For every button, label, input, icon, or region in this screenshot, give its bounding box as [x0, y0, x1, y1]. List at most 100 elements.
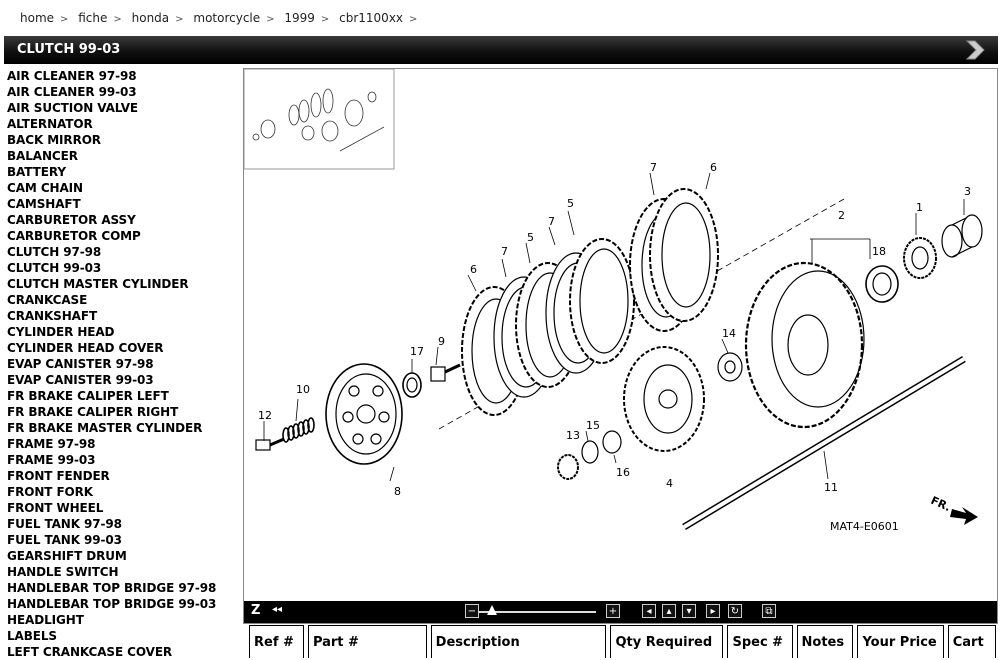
callout-number[interactable]: 15	[586, 419, 600, 432]
sidebar-item[interactable]: HANDLEBAR TOP BRIDGE 97-98	[7, 581, 217, 595]
sidebar-item[interactable]: LEFT CRANKCASE COVER	[7, 645, 173, 659]
sidebar-item[interactable]: CRANKCASE	[7, 293, 88, 307]
sidebar-item[interactable]: BALANCER	[7, 149, 78, 163]
callout-number[interactable]: 6	[470, 263, 477, 276]
sidebar-item[interactable]: CLUTCH 97-98	[7, 245, 102, 259]
reset-view-icon[interactable]: ↻	[728, 604, 742, 618]
callout-number[interactable]: 4	[666, 477, 673, 490]
callout-number[interactable]: 6	[710, 161, 717, 174]
zoom-in-button[interactable]: +	[606, 604, 620, 618]
column-header[interactable]: Part #	[307, 625, 427, 658]
sidebar-item[interactable]: FR BRAKE MASTER CYLINDER	[7, 421, 203, 435]
sidebar-item[interactable]: ALTERNATOR	[7, 117, 93, 131]
sidebar-item[interactable]: CARBURETOR ASSY	[7, 213, 136, 227]
sidebar-item[interactable]: EVAP CANISTER 97-98	[7, 357, 154, 371]
sidebar-item[interactable]: AIR SUCTION VALVE	[7, 101, 138, 115]
callout-number[interactable]: 8	[394, 485, 401, 498]
sidebar-item[interactable]: CAMSHAFT	[7, 197, 81, 211]
sidebar-item[interactable]: AIR CLEANER 97-98	[7, 69, 137, 83]
sidebar-item[interactable]: FRAME 97-98	[7, 437, 96, 451]
column-header[interactable]: Ref #	[249, 625, 304, 658]
zoom-slider-track[interactable]	[478, 611, 596, 613]
diagram-code: MAT4-E0601	[830, 520, 899, 533]
column-header[interactable]: Qty Required	[610, 625, 724, 658]
breadcrumb-separator: >	[113, 14, 122, 25]
sidebar-item[interactable]: AIR CLEANER 99-03	[7, 85, 137, 99]
sidebar-item[interactable]: HANDLEBAR TOP BRIDGE 99-03	[7, 597, 217, 611]
sidebar-item[interactable]: EVAP CANISTER 99-03	[7, 373, 154, 387]
callout-number[interactable]: 9	[438, 335, 445, 348]
sidebar-item[interactable]: GEARSHIFT DRUM	[7, 549, 127, 563]
sidebar-item[interactable]: CARBURETOR COMP	[7, 229, 141, 243]
callout-number[interactable]: 13	[566, 429, 580, 442]
callout-number[interactable]: 7	[548, 215, 555, 228]
sidebar-item[interactable]: FRONT FENDER	[7, 469, 110, 483]
callout-number[interactable]: 10	[296, 383, 310, 396]
sidebar-item[interactable]: FRAME 99-03	[7, 453, 96, 467]
callout-number[interactable]: 3	[964, 185, 971, 198]
callout-number[interactable]: 1	[916, 201, 923, 214]
callout-number[interactable]: 7	[501, 245, 508, 258]
overview-thumbnail[interactable]	[244, 69, 395, 170]
zoom-out-button[interactable]: −	[465, 604, 479, 618]
breadcrumb-fiche[interactable]: fiche	[78, 11, 108, 25]
sidebar-item[interactable]: HANDLE SWITCH	[7, 565, 119, 579]
rewind-icon[interactable]: ◂◂	[272, 604, 283, 615]
pan-left-icon[interactable]: ◂	[642, 604, 656, 618]
sidebar-item[interactable]: HEADLIGHT	[7, 613, 84, 627]
breadcrumb-year[interactable]: 1999	[284, 11, 315, 25]
sidebar-item[interactable]: FUEL TANK 99-03	[7, 533, 122, 547]
sidebar-item[interactable]: BACK MIRROR	[7, 133, 101, 147]
sidebar-item[interactable]: CYLINDER HEAD	[7, 325, 115, 339]
callout-number[interactable]: 14	[722, 327, 736, 340]
sidebar-item[interactable]: FRONT WHEEL	[7, 501, 104, 515]
callout-number[interactable]: 12	[258, 409, 272, 422]
fullscreen-icon[interactable]: ⧉	[762, 604, 776, 618]
sidebar-item[interactable]: FUEL TANK 97-98	[7, 517, 122, 531]
zoom-slider-handle[interactable]	[486, 605, 497, 615]
breadcrumb-separator: >	[409, 14, 418, 25]
column-header[interactable]: Cart	[947, 625, 996, 658]
callout-number[interactable]: 18	[872, 245, 886, 258]
breadcrumb-separator: >	[320, 14, 330, 25]
column-header[interactable]: Description	[430, 625, 607, 658]
callout-number[interactable]: 5	[527, 231, 534, 244]
pan-right-icon[interactable]: ▸	[706, 604, 720, 618]
pan-down-icon[interactable]: ▾	[682, 604, 696, 618]
sidebar-item[interactable]: LABELS	[7, 629, 57, 643]
exploded-parts-diagram[interactable]: FR. MAT4-E0601 1234556677789101112131415…	[244, 69, 997, 599]
sidebar-item[interactable]: CRANKSHAFT	[7, 309, 98, 323]
column-header[interactable]: Notes	[796, 625, 854, 658]
sidebar-item[interactable]: CYLINDER HEAD COVER	[7, 341, 164, 355]
sidebar-item[interactable]: FR BRAKE CALIPER RIGHT	[7, 405, 179, 419]
zoom-mode-icon[interactable]: Z	[251, 603, 261, 618]
direction-label: FR.	[929, 494, 953, 514]
pan-up-icon[interactable]: ▴	[662, 604, 676, 618]
sidebar-item[interactable]: CLUTCH 99-03	[7, 261, 102, 275]
callout-number[interactable]: 7	[650, 161, 657, 174]
column-header[interactable]: Spec #	[727, 625, 793, 658]
callout-number[interactable]: 5	[567, 197, 574, 210]
callout-number[interactable]: 2	[838, 209, 845, 222]
breadcrumb-separator: >	[175, 14, 184, 25]
breadcrumb: home> fiche> honda> motorcycle> 1999> cb…	[20, 11, 423, 25]
callout-number[interactable]: 16	[616, 466, 630, 479]
sidebar-item[interactable]: FRONT FORK	[7, 485, 93, 499]
breadcrumb-model[interactable]: cbr1100xx	[339, 11, 404, 25]
breadcrumb-honda[interactable]: honda	[131, 11, 170, 25]
breadcrumb-motorcycle[interactable]: motorcycle	[193, 11, 261, 25]
section-title-bar: CLUTCH 99-03	[4, 36, 998, 64]
callout-number[interactable]: 17	[410, 345, 424, 358]
sidebar-item[interactable]: CAM CHAIN	[7, 181, 83, 195]
breadcrumb-home[interactable]: home	[20, 11, 55, 25]
sidebar-item[interactable]: FR BRAKE CALIPER LEFT	[7, 389, 169, 403]
chevron-right-icon[interactable]	[962, 39, 988, 61]
sidebar-item[interactable]: CLUTCH MASTER CYLINDER	[7, 277, 189, 291]
column-header[interactable]: Your Price	[857, 625, 944, 658]
sidebar-item[interactable]: BATTERY	[7, 165, 66, 179]
callout-number[interactable]: 11	[824, 481, 838, 494]
viewer-toolbar: Z ◂◂ − + ◂ ▴ ▾ ▸ ↻ ⧉	[244, 601, 997, 623]
